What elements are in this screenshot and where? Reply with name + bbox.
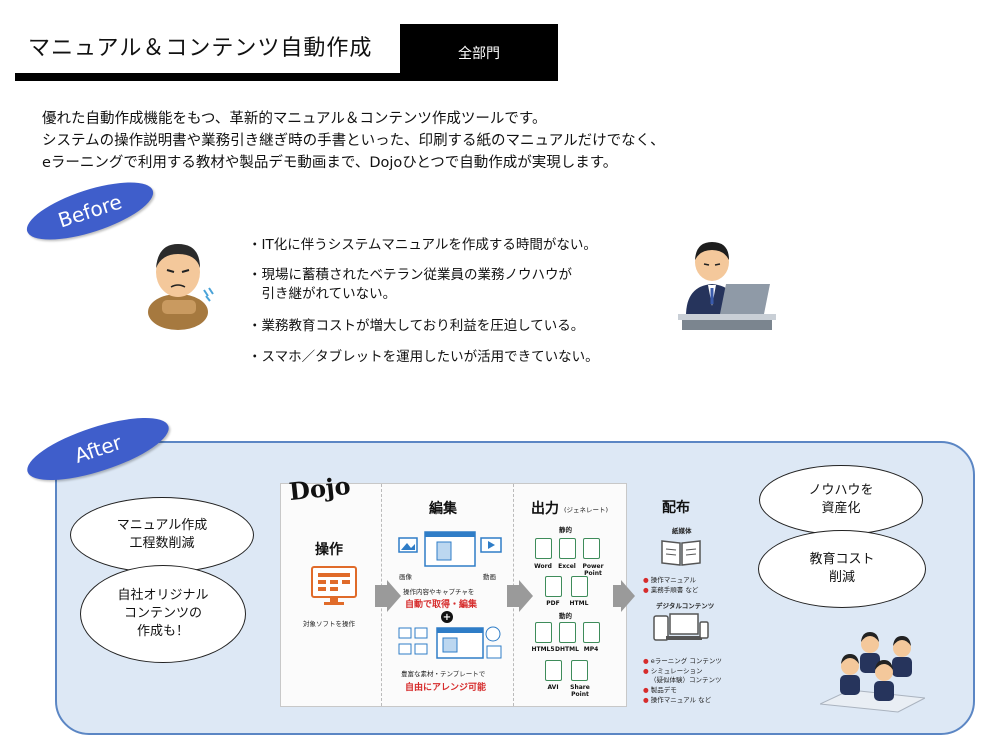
html5-doc-icon: [535, 622, 552, 643]
bubble-manual-reduction: マニュアル作成 工程数削減: [70, 497, 254, 573]
intro-line-3: eラーニングで利用する教材や製品デモ動画まで、Dojoひとつで自動作成が実現しま…: [42, 155, 618, 171]
format-sharepoint: Share Point: [570, 684, 590, 698]
format-powerpoint: Power Point: [582, 563, 604, 577]
before-bullet-2b: 引き継がれていない。: [248, 286, 397, 302]
template-icon: [398, 626, 502, 659]
format-excel: Excel: [558, 563, 576, 570]
bubble-line: 自社オリジナル: [117, 588, 209, 603]
digital-item-2b: （疑似体験）コンテンツ: [650, 676, 722, 684]
devices-icon: [653, 613, 709, 641]
digital-item-1-text: eラーニング コンテンツ: [650, 657, 722, 665]
worried-man-illustration: [148, 244, 214, 330]
arrow-right-icon: [519, 580, 533, 612]
bubble-know-how-asset: ノウハウを 資産化: [759, 465, 923, 535]
bubble-line: 教育コスト: [809, 552, 875, 567]
static-label: 静的: [559, 526, 572, 534]
bubble-education-cost: 教育コスト 削減: [758, 530, 926, 608]
dynamic-label: 動的: [559, 612, 572, 620]
page-title: マニュアル＆コンテンツ自動作成: [28, 36, 373, 61]
arrow-right-icon: [387, 580, 401, 612]
dhtml-doc-icon: [559, 622, 576, 643]
video-label: 動画: [483, 573, 496, 581]
paper-item-2-text: 業務手順書 など: [650, 586, 699, 594]
digital-item-1: ● eラーニング コンテンツ: [643, 657, 722, 665]
capture-red-caption: 自動で取得・編集: [405, 600, 478, 610]
header-output-sub: (ジェネレート): [564, 506, 609, 514]
intro-line-1: 優れた自動作成機能をもつ、革新的マニュアル＆コンテンツ作成ツールです。: [42, 111, 547, 127]
digital-item-3-text: 製品デモ: [650, 686, 677, 694]
operate-caption: 対象ソフトを操作: [303, 620, 355, 628]
format-avi: AVI: [547, 684, 559, 691]
digital-item-4: ● 操作マニュアル など: [643, 696, 712, 704]
title-box: [15, 23, 400, 81]
man-at-laptop-illustration: [678, 242, 776, 330]
students-illustration: [820, 632, 925, 713]
header-output: 出力: [531, 501, 559, 517]
avi-doc-icon: [545, 660, 562, 681]
paper-item-2: ● 業務手順書 など: [643, 586, 699, 594]
before-bullet-2: ・現場に蓄積されたベテラン従業員の業務ノウハウが: [248, 267, 572, 283]
capture-caption: 操作内容やキャプチャを: [403, 588, 475, 596]
bubble-original-content: 自社オリジナル コンテンツの 作成も！: [80, 565, 246, 663]
template-red-caption: 自由にアレンジ可能: [405, 683, 487, 693]
dojo-logo: Dojo: [287, 470, 352, 507]
bubble-line: 作成も！: [136, 624, 189, 639]
header-distribute: 配布: [662, 500, 690, 516]
bubble-line: マニュアル作成: [116, 518, 208, 533]
plus-icon: +: [441, 611, 453, 623]
department-badge: 全部門: [400, 24, 558, 81]
powerpoint-doc-icon: [583, 538, 600, 559]
digital-item-2-text: シミュレーション: [650, 667, 703, 675]
bubble-line: 削減: [828, 570, 855, 585]
before-bullet-4: ・スマホ／タブレットを運用したいが活用できていない。: [248, 349, 599, 365]
bubble-line: ノウハウを: [808, 483, 874, 498]
digital-item-3: ● 製品デモ: [643, 686, 677, 694]
mp4-doc-icon: [583, 622, 600, 643]
header-edit: 編集: [429, 501, 457, 517]
after-tag-label: After: [71, 430, 125, 468]
digital-item-2: ● シミュレーション: [643, 667, 703, 675]
format-html: HTML: [569, 600, 589, 607]
book-icon: [661, 540, 701, 566]
paper-item-1: ● 操作マニュアル: [643, 576, 697, 584]
format-pdf: PDF: [546, 600, 560, 607]
format-html5: HTML5: [531, 646, 555, 653]
html-doc-icon: [571, 576, 588, 597]
format-dhtml: DHTML: [555, 646, 579, 653]
digital-item-4-text: 操作マニュアル など: [650, 696, 712, 704]
image-label: 画像: [399, 573, 412, 581]
pdf-doc-icon: [545, 576, 562, 597]
before-tag-label: Before: [55, 189, 125, 233]
bubble-line: 工程数削減: [129, 536, 195, 551]
bubble-line: 資産化: [821, 501, 861, 516]
excel-doc-icon: [559, 538, 576, 559]
capture-edit-icon: [398, 531, 502, 567]
paper-label: 紙媒体: [672, 527, 692, 535]
dojo-workflow-diagram: Dojo 操作 編集 出力 (ジェネレート) 対象ソフトを操作 画像 動画 操作…: [280, 471, 635, 707]
digital-label: デジタルコンテンツ: [656, 602, 715, 610]
intro-line-2: システムの操作説明書や業務引き継ぎ時の手書といった、印刷する紙のマニュアルだけで…: [42, 133, 665, 149]
format-mp4: MP4: [583, 646, 599, 653]
word-doc-icon: [535, 538, 552, 559]
paper-item-1-text: 操作マニュアル: [650, 576, 697, 584]
format-word: Word: [534, 563, 552, 570]
bubble-line: コンテンツの: [123, 606, 202, 621]
sharepoint-doc-icon: [571, 660, 588, 681]
before-tag: Before: [20, 170, 160, 252]
before-bullet-3: ・業務教育コストが増大しており利益を圧迫している。: [248, 318, 585, 334]
arrow-right-icon: [621, 580, 635, 612]
template-caption: 豊富な素材・テンプレートで: [401, 670, 486, 678]
computer-icon: [311, 566, 357, 605]
header-operate: 操作: [315, 542, 343, 558]
before-bullet-1: ・IT化に伴うシステムマニュアルを作成する時間がない。: [248, 237, 597, 253]
